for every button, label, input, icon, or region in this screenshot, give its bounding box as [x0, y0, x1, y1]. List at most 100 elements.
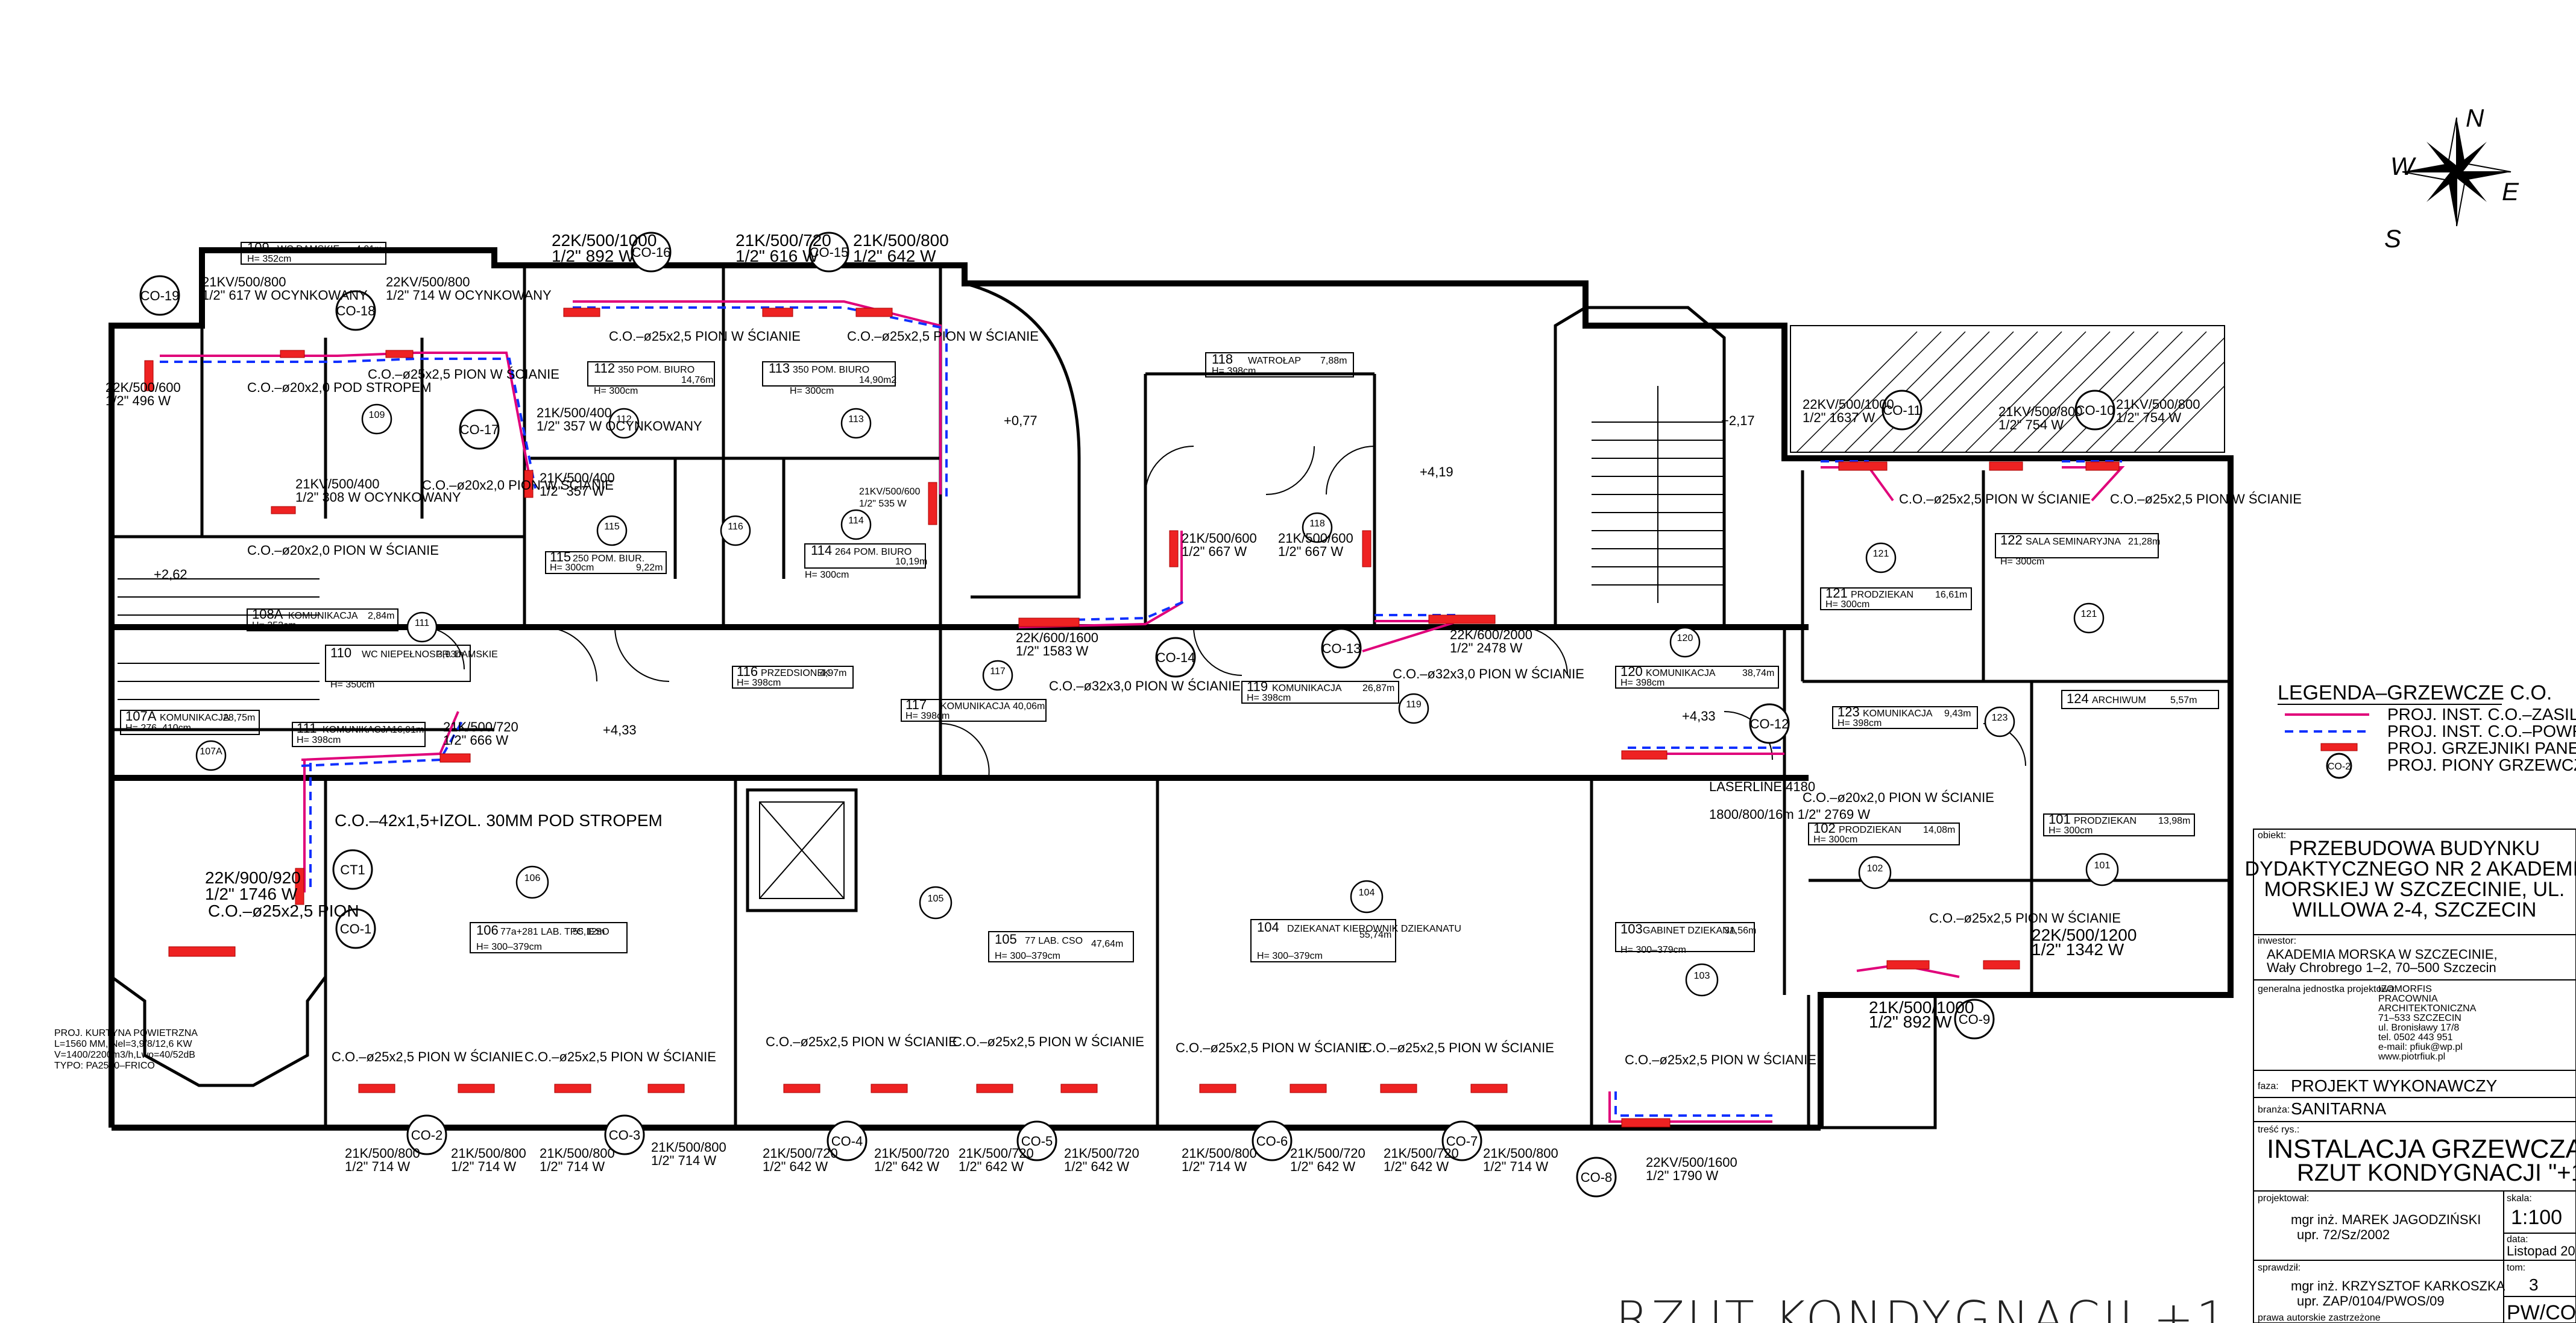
svg-text:21K/500/400: 21K/500/400 — [537, 405, 612, 420]
riser-co-9: CO-9 — [1954, 999, 1995, 1040]
svg-text:120: 120 — [1677, 633, 1693, 643]
svg-text:CO-9: CO-9 — [1959, 1012, 1991, 1027]
svg-text:21KV/500/400: 21KV/500/400 — [295, 476, 379, 491]
svg-text:1:100: 1:100 — [2511, 1206, 2562, 1229]
svg-text:4,97m: 4,97m — [820, 668, 846, 678]
svg-text:101: 101 — [2094, 860, 2111, 871]
svg-text:7,88m: 7,88m — [1320, 356, 1347, 366]
svg-text:obiekt:: obiekt: — [2258, 830, 2286, 841]
room-number-circles: 112 113 115 114 116 117 119 118 120 121 … — [195, 403, 2119, 997]
svg-text:mgr inż. KRZYSZTOF KARKOSZKA: mgr inż. KRZYSZTOF KARKOSZKA — [2291, 1278, 2505, 1293]
svg-text:upr. ZAP/0104/PWOS/09: upr. ZAP/0104/PWOS/09 — [2297, 1293, 2445, 1309]
riser-co-17: CO-17 — [459, 409, 500, 450]
svg-text:CO-7: CO-7 — [1446, 1134, 1478, 1149]
room-circle-103: 103 — [1685, 963, 1719, 997]
svg-text:103: 103 — [1694, 971, 1710, 981]
svg-text:1/2" 535 W: 1/2" 535 W — [859, 499, 907, 509]
svg-text:77a+281 LAB. TPC IESO: 77a+281 LAB. TPC IESO — [500, 927, 609, 937]
svg-text:LASERLINE 4180: LASERLINE 4180 — [1709, 779, 1815, 794]
svg-text:4,01m: 4,01m — [356, 244, 382, 254]
svg-text:CO-2: CO-2 — [2328, 762, 2351, 772]
svg-text:+0,77: +0,77 — [1004, 413, 1038, 428]
svg-text:1/2" 714 W: 1/2" 714 W — [1483, 1159, 1548, 1174]
compass-w: W — [2390, 152, 2416, 180]
svg-text:KOMUNIKACJA: KOMUNIKACJA — [160, 713, 230, 723]
svg-text:1/2" 714 W: 1/2" 714 W — [345, 1159, 410, 1174]
svg-text:prawa autorskie zastrzeżone: prawa autorskie zastrzeżone — [2258, 1313, 2381, 1323]
svg-text:C.O.–ø25x2,5 PION W ŚCIANIE: C.O.–ø25x2,5 PION W ŚCIANIE — [953, 1034, 1144, 1049]
svg-text:1/2" 642 W: 1/2" 642 W — [959, 1159, 1024, 1174]
svg-text:CO-16: CO-16 — [632, 245, 671, 260]
svg-text:C.O.–42x1,5+IZOL. 30MM POD STR: C.O.–42x1,5+IZOL. 30MM POD STROPEM — [335, 811, 663, 830]
svg-text:H= 300cm: H= 300cm — [790, 386, 834, 396]
svg-text:CO-1: CO-1 — [340, 921, 372, 936]
radiators — [144, 308, 2120, 1128]
svg-text:L=1560 MM, Nel=3,9/8/12,6 KW: L=1560 MM, Nel=3,9/8/12,6 KW — [54, 1039, 192, 1049]
svg-text:H= 300cm: H= 300cm — [594, 386, 638, 396]
svg-text:113: 113 — [769, 361, 790, 376]
svg-text:1/2" 714 W: 1/2" 714 W — [540, 1159, 605, 1174]
room-circle-106: 106 — [515, 865, 549, 899]
room-circle-121b: 121 — [2073, 602, 2105, 634]
svg-text:21K/500/800: 21K/500/800 — [451, 1146, 526, 1161]
svg-text:14,08m: 14,08m — [1923, 825, 1955, 835]
svg-text:1/2" 714 W: 1/2" 714 W — [651, 1153, 716, 1168]
svg-text:108A: 108A — [252, 607, 283, 622]
svg-text:1/2" 642 W: 1/2" 642 W — [853, 247, 936, 265]
room-circle-111: 111 — [406, 611, 438, 643]
svg-text:www.piotrfiuk.pl: www.piotrfiuk.pl — [2378, 1052, 2445, 1062]
svg-text:GABINET DZIEKANA: GABINET DZIEKANA — [1643, 926, 1736, 936]
svg-text:115: 115 — [550, 549, 571, 564]
svg-text:TYPO: PA2500–FRICO: TYPO: PA2500–FRICO — [54, 1061, 155, 1071]
svg-text:PRACOWNIA: PRACOWNIA — [2378, 994, 2438, 1004]
svg-text:21K/500/720: 21K/500/720 — [1290, 1146, 1365, 1161]
svg-text:16,91m: 16,91m — [392, 725, 424, 735]
svg-text:RZUT KONDYGNACJI "+1": RZUT KONDYGNACJI "+1" — [2297, 1160, 2576, 1186]
svg-text:1/2" 714 W: 1/2" 714 W — [1182, 1159, 1247, 1174]
legend-riser-swatch — [2326, 753, 2352, 779]
svg-text:PRODZIEKAN: PRODZIEKAN — [1839, 825, 1901, 835]
svg-text:PRZEBUDOWA BUDYNKU: PRZEBUDOWA BUDYNKU — [2289, 837, 2540, 860]
svg-text:21K/500/400: 21K/500/400 — [540, 470, 615, 485]
svg-text:21K/500/600: 21K/500/600 — [1182, 531, 1257, 546]
svg-text:ARCHIWUM: ARCHIWUM — [2092, 695, 2146, 706]
svg-text:C.O.–ø25x2,5 PION W ŚCIANIE: C.O.–ø25x2,5 PION W ŚCIANIE — [332, 1049, 523, 1064]
svg-text:mgr inż. MAREK JAGODZIŃSKI: mgr inż. MAREK JAGODZIŃSKI — [2291, 1212, 2481, 1227]
svg-text:H= 300cm: H= 300cm — [2000, 557, 2044, 567]
compass-n: N — [2466, 104, 2484, 132]
riser-co-7: CO-7 — [1441, 1120, 1482, 1161]
svg-text:ARCHITEKTONICZNA: ARCHITEKTONICZNA — [2378, 1003, 2477, 1014]
svg-text:1/2" 714 W: 1/2" 714 W — [451, 1159, 516, 1174]
svg-text:26,87m: 26,87m — [1362, 683, 1394, 693]
svg-text:21K/500/720: 21K/500/720 — [735, 231, 831, 250]
svg-text:1/2" 892 W: 1/2" 892 W — [552, 247, 635, 265]
stair-flights — [118, 386, 1724, 700]
svg-text:101: 101 — [2049, 812, 2071, 827]
svg-text:22K/500/1200: 22K/500/1200 — [2032, 926, 2137, 944]
legend-title: LEGENDA–GRZEWCZE C.O. — [2278, 681, 2552, 704]
svg-text:H= 300–379cm: H= 300–379cm — [1620, 945, 1686, 955]
svg-text:22KV/500/800: 22KV/500/800 — [386, 274, 470, 289]
svg-text:9,22m: 9,22m — [636, 563, 663, 573]
svg-text:21K/500/600: 21K/500/600 — [1278, 531, 1353, 546]
door-swings — [421, 446, 2026, 778]
svg-text:1/2" 1790 W: 1/2" 1790 W — [1646, 1168, 1719, 1183]
svg-text:CO-18: CO-18 — [336, 303, 376, 318]
svg-text:PRZEDSIONEK: PRZEDSIONEK — [761, 668, 830, 678]
svg-text:21,28m: 21,28m — [2128, 537, 2160, 547]
svg-text:H= 398cm: H= 398cm — [1620, 678, 1664, 688]
riser-co-18: CO-18 — [335, 290, 376, 331]
svg-text:C.O.–ø20x2,0 PION W ŚCIANIE: C.O.–ø20x2,0 PION W ŚCIANIE — [1803, 790, 1994, 805]
svg-text:102: 102 — [1813, 821, 1836, 836]
svg-text:tom:: tom: — [2507, 1263, 2525, 1273]
room-circle-123: 123 — [1984, 706, 2015, 737]
